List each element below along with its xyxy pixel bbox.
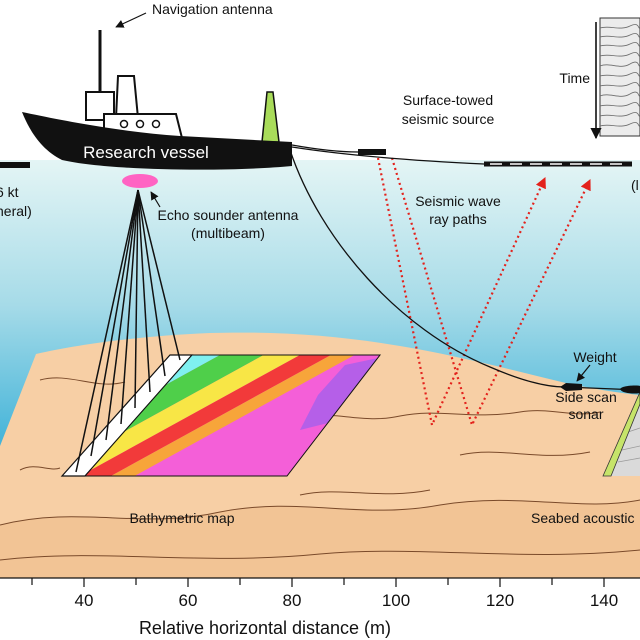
bathymetric-map-outline bbox=[83, 354, 382, 477]
side-scan-sublabel: sonar bbox=[568, 406, 603, 422]
side-scan-label: Side scan bbox=[555, 389, 616, 405]
seismic-trace bbox=[599, 52, 640, 57]
vessel-hull bbox=[22, 112, 292, 170]
cut-off-label-left: 6 kt bbox=[0, 184, 19, 200]
seismic-trace bbox=[599, 24, 640, 29]
seismic-source-sublabel: seismic source bbox=[402, 111, 495, 127]
sediment-line bbox=[0, 549, 640, 561]
x-axis-ticks: 40 60 80 100 120 140 bbox=[31, 578, 618, 610]
x-tick-label: 60 bbox=[179, 591, 198, 610]
towed-body-left bbox=[0, 162, 30, 168]
weight-label: Weight bbox=[573, 349, 616, 365]
seismic-record-panel bbox=[599, 17, 640, 137]
vessel-label: Research vessel bbox=[83, 143, 209, 162]
side-scan-sonar bbox=[620, 385, 640, 394]
navigation-antenna-pointer bbox=[115, 12, 147, 28]
sediment-line bbox=[289, 410, 601, 420]
seismic-trace bbox=[599, 102, 640, 107]
sediment-line bbox=[39, 377, 126, 385]
texture-line bbox=[627, 427, 640, 433]
seismic-trace bbox=[599, 112, 640, 117]
seabed-front-face bbox=[0, 500, 640, 578]
multibeam-fan bbox=[75, 189, 181, 473]
porthole-icon bbox=[135, 119, 145, 129]
side-scan-swath bbox=[602, 391, 640, 477]
echo-sounder-label: Echo sounder antenna bbox=[158, 207, 299, 223]
seismic-trace bbox=[599, 122, 640, 127]
sediment-line bbox=[19, 466, 61, 471]
seismic-source bbox=[358, 149, 386, 155]
x-tick-label: 40 bbox=[75, 591, 94, 610]
seismic-ray-path bbox=[376, 157, 547, 429]
seismic-trace bbox=[599, 91, 640, 97]
x-tick-label: 120 bbox=[486, 591, 514, 610]
porthole-icon bbox=[151, 119, 161, 129]
multibeam-beam bbox=[105, 189, 139, 441]
side-scan-tow-cable bbox=[289, 149, 640, 391]
seismic-trace bbox=[599, 72, 640, 77]
research-vessel: Research vessel bbox=[22, 30, 292, 170]
streamer-tow-cable bbox=[291, 146, 485, 165]
bathy-band-red bbox=[85, 355, 380, 476]
sediment-line bbox=[299, 489, 431, 496]
sediment-layer-lines bbox=[0, 377, 640, 561]
seismic-trace bbox=[599, 42, 640, 47]
cut-off-label-left-2: neral) bbox=[0, 203, 32, 219]
seismic-trace bbox=[599, 33, 640, 38]
navigation-antenna-label: Navigation antenna bbox=[152, 1, 273, 17]
weight-pointer bbox=[576, 364, 591, 382]
multibeam-beam bbox=[120, 189, 139, 425]
texture-line bbox=[621, 445, 640, 451]
ray-paths-label: Seismic wave bbox=[415, 193, 501, 209]
multibeam-beam bbox=[137, 189, 166, 377]
bathy-band-yellow bbox=[85, 355, 380, 476]
multibeam-beam bbox=[137, 189, 151, 393]
porthole-icon bbox=[119, 119, 129, 129]
seabed-acoustic-label: Seabed acoustic bbox=[531, 510, 635, 526]
side-scan-image-texture bbox=[617, 427, 640, 463]
seismic-source-tow-cable bbox=[291, 144, 359, 153]
sediment-line bbox=[459, 451, 591, 456]
multibeam-beam bbox=[75, 189, 139, 473]
stern-antenna bbox=[261, 91, 280, 143]
ray-paths-sublabel: ray paths bbox=[429, 211, 487, 227]
bathymetric-map-label: Bathymetric map bbox=[129, 510, 234, 526]
texture-line bbox=[617, 457, 640, 463]
x-tick-label: 140 bbox=[590, 591, 618, 610]
seismic-trace bbox=[599, 82, 640, 87]
multibeam-beam bbox=[90, 189, 139, 457]
multibeam-beam bbox=[137, 189, 181, 361]
echo-sounder-pointer bbox=[150, 191, 161, 208]
x-tick-label: 100 bbox=[382, 591, 410, 610]
vessel-funnel bbox=[114, 75, 140, 119]
bathy-band-orange bbox=[85, 355, 380, 476]
x-axis-title: Relative horizontal distance (m) bbox=[139, 618, 391, 638]
echo-sounder-antenna bbox=[122, 174, 158, 188]
seismic-source-label: Surface-towed bbox=[403, 92, 493, 108]
seismic-record-traces bbox=[599, 24, 640, 127]
multibeam-beam bbox=[134, 189, 139, 409]
cut-off-label-right: (l bbox=[631, 177, 639, 193]
tow-weight bbox=[560, 383, 582, 391]
bathy-patch-purple bbox=[300, 358, 378, 430]
seismic-trace bbox=[599, 61, 640, 67]
echo-sounder-sublabel: (multibeam) bbox=[191, 225, 265, 241]
time-label: Time bbox=[559, 70, 590, 86]
x-tick-label: 80 bbox=[283, 591, 302, 610]
sediment-line bbox=[0, 499, 640, 526]
